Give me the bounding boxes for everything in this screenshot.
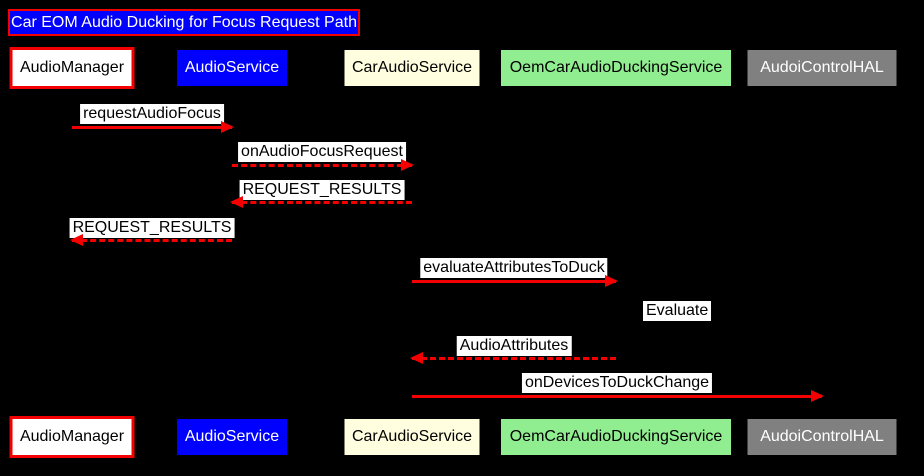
arrowhead-left-icon [70,234,83,246]
message-arrow-audioattributes [410,352,616,364]
participant-oemcaraudioduckingservice-bottom: OemCarAudioDuckingService [501,419,731,455]
participant-audiomanager-top: AudioManager [9,47,135,89]
message-self-loop-evaluate [616,326,658,350]
message-label-evaluate: Evaluate [643,301,712,321]
arrowhead-left-icon [410,352,423,364]
message-arrow-request-results-2 [70,234,232,246]
lifeline-audoicontrolhal [822,89,823,416]
participant-audioservice-bottom: AudioService [177,419,287,455]
message-arrow-onaudiofocusrequest [232,159,414,171]
message-label-onaudiofocusrequest: onAudioFocusRequest [238,142,406,162]
message-label-requestaudiofocus: requestAudioFocus [80,104,224,124]
message-arrow-request-results-1 [230,196,412,208]
lifeline-oemcaraudioduckingservice [616,89,617,416]
message-label-ondevicestoduckchange: onDevicesToDuckChange [521,373,713,393]
arrowhead-left-icon [230,196,243,208]
participant-audoicontrolhal-top: AudoiControlHAL [747,50,897,86]
arrowhead-right-icon [605,275,618,287]
message-arrow-requestaudiofocus [72,121,234,133]
message-arrow-ondevicestoduckchange [412,390,824,402]
arrowhead-right-icon [811,390,824,402]
lifeline-caraudioservice [412,89,413,416]
message-label-request-results-1: REQUEST_RESULTS [239,180,405,200]
message-label-audioattributes: AudioAttributes [456,336,572,356]
diagram-title: Car EOM Audio Ducking for Focus Request … [8,9,360,36]
participant-caraudioservice-top: CarAudioService [344,50,480,86]
participant-audiomanager-bottom: AudioManager [9,416,135,458]
message-label-evaluateattributestoduck: evaluateAttributesToDuck [420,258,608,278]
participant-oemcaraudioduckingservice-top: OemCarAudioDuckingService [501,50,731,86]
participant-audioservice-top: AudioService [177,50,287,86]
participant-audoicontrolhal-bottom: AudoiControlHAL [747,419,897,455]
lifeline-audioservice [232,89,233,416]
participant-caraudioservice-bottom: CarAudioService [344,419,480,455]
message-arrow-evaluateattributestoduck [412,275,618,287]
message-label-request-results-2: REQUEST_RESULTS [69,218,235,238]
arrowhead-right-icon [401,159,414,171]
lifeline-audiomanager [72,89,73,416]
arrowhead-right-icon [221,121,234,133]
